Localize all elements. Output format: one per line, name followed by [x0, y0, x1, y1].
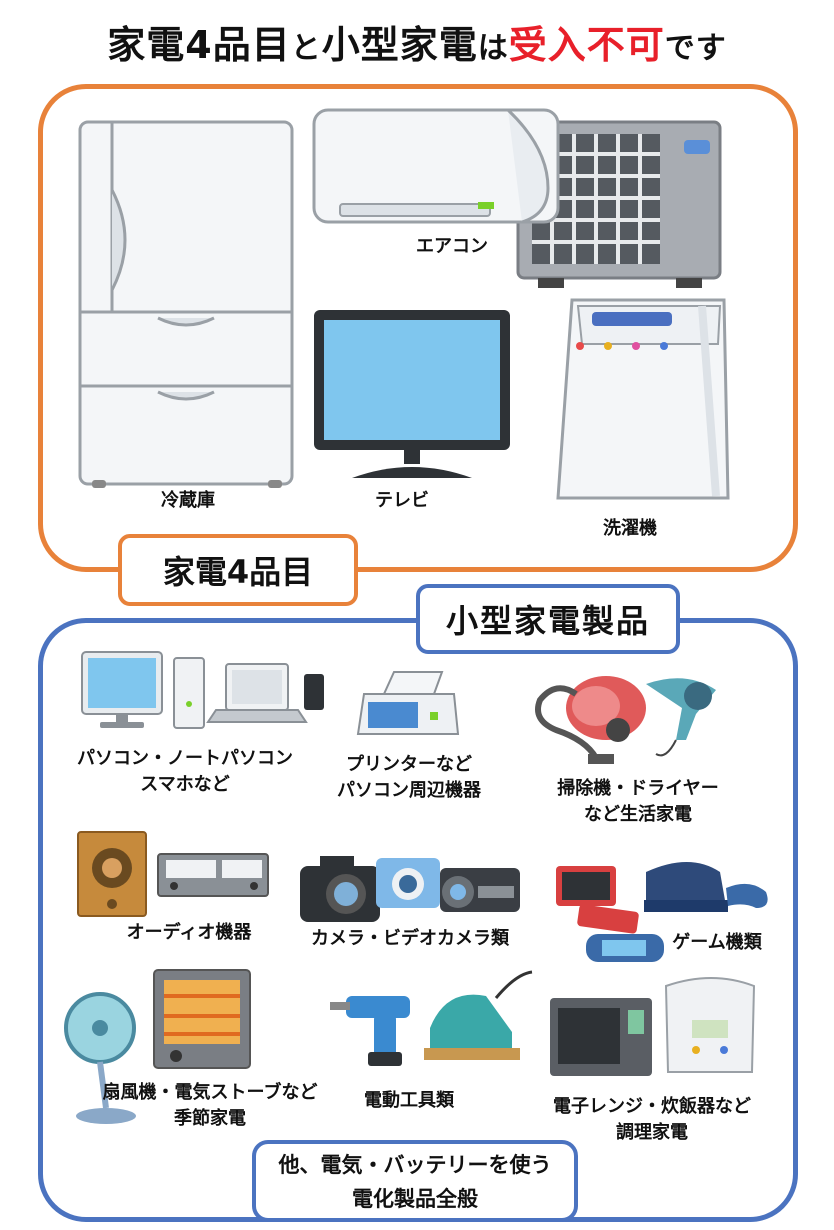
computer-label: パソコン・ノートパソコン スマホなど [60, 746, 310, 798]
title-not-accepted: 受入不可 [508, 23, 665, 67]
note-line2: 電化製品全般 [352, 1187, 478, 1211]
power-tool-label: 電動工具類 [364, 1090, 454, 1111]
fan-heater-label-line2: 季節家電 [174, 1108, 246, 1129]
game-console-icon [556, 862, 768, 962]
title-part3: 小型家電 [321, 23, 478, 67]
printer-icon [356, 671, 460, 735]
big4-frame [38, 84, 798, 572]
computer-label-line2: スマホなど [140, 774, 230, 795]
washing-machine-label: 洗濯機 [603, 518, 657, 539]
computer-icon [81, 651, 324, 729]
big4-label: 家電4品目 [118, 534, 358, 606]
microwave-icon [550, 977, 756, 1076]
vacuum-dryer-label-line1: 掃除機・ドライヤー [557, 778, 719, 799]
microwave-label-line2: 調理家電 [616, 1122, 688, 1143]
printer-label: プリンターなど パソコン周辺機器 [314, 752, 504, 804]
note-line1: 他、電気・バッテリーを使う [278, 1153, 552, 1177]
title-part1: 家電4品目 [107, 23, 291, 67]
page-title: 家電4品目と小型家電は受入不可です [0, 14, 834, 69]
fan-heater-icon [64, 969, 251, 1124]
vacuum-dryer-label-line2: など生活家電 [584, 804, 692, 825]
washing-machine-icon [556, 298, 730, 500]
tv-icon [314, 310, 510, 478]
air-conditioner-label: エアコン [416, 236, 488, 257]
vacuum-dryer-label: 掃除機・ドライヤー など生活家電 [530, 776, 746, 828]
other-electronics-note: 他、電気・バッテリーを使う 電化製品全般 [252, 1140, 578, 1222]
fan-heater-label: 扇風機・電気ストーブなど 季節家電 [92, 1080, 328, 1132]
small-appliance-label: 小型家電製品 [416, 584, 680, 654]
printer-label-line2: パソコン周辺機器 [337, 780, 481, 801]
refrigerator-label: 冷蔵庫 [161, 490, 215, 511]
title-part2: と [290, 31, 322, 66]
microwave-label-line1: 電子レンジ・炊飯器など [553, 1096, 751, 1117]
outdoor-unit-icon [516, 120, 722, 288]
camera-icon [300, 856, 520, 922]
fan-heater-label-line1: 扇風機・電気ストーブなど [102, 1082, 318, 1103]
refrigerator-icon [78, 120, 294, 488]
computer-label-line1: パソコン・ノートパソコン [77, 748, 293, 769]
audio-label: オーディオ機器 [126, 922, 252, 943]
tv-label: テレビ [375, 490, 429, 511]
power-tool-icon [330, 970, 533, 1066]
audio-icon [77, 831, 269, 917]
game-console-label: ゲーム機類 [672, 932, 762, 953]
title-part4: は [477, 31, 509, 66]
printer-label-line1: プリンターなど [346, 754, 472, 775]
vacuum-dryer-icon [535, 676, 716, 764]
title-part6: です [664, 31, 727, 66]
microwave-label: 電子レンジ・炊飯器など 調理家電 [542, 1094, 762, 1146]
air-conditioner-icon [312, 108, 560, 224]
camera-label: カメラ・ビデオカメラ類 [311, 928, 509, 949]
